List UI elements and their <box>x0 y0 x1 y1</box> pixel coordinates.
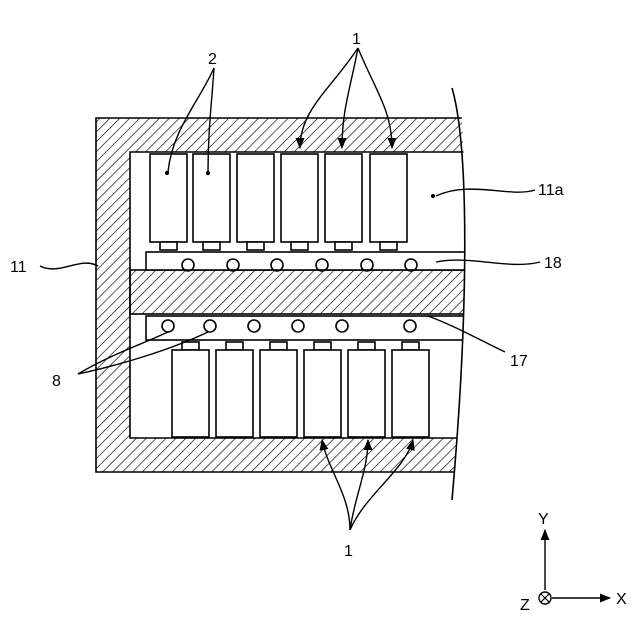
battery-cell <box>172 342 209 437</box>
lower-busbar <box>146 316 600 340</box>
label-busbar-top: 18 <box>544 255 562 272</box>
axis-label-y: Y <box>538 511 549 528</box>
label-case: 11 <box>10 259 27 276</box>
battery-cell <box>260 342 297 437</box>
axis-label-z: Z <box>520 597 530 614</box>
upper-battery-row <box>150 154 434 250</box>
battery-cell <box>348 342 385 437</box>
tab-dot <box>207 172 210 175</box>
center-partition <box>130 270 600 314</box>
tab-dot <box>166 172 169 175</box>
label-battery-top: 1 <box>352 31 361 48</box>
coordinate-axes: Y X Z <box>520 511 627 614</box>
space-dot <box>432 195 435 198</box>
label-tab: 2 <box>208 51 217 68</box>
upper-busbar <box>146 252 600 271</box>
battery-cell <box>392 342 429 437</box>
label-terminal: 8 <box>52 373 61 390</box>
battery-cell <box>237 154 274 250</box>
label-busbar-bottom: 17 <box>510 353 528 370</box>
battery-cell <box>370 154 407 250</box>
battery-cell <box>325 154 362 250</box>
axis-label-x: X <box>616 591 627 608</box>
label-battery-bottom: 1 <box>344 543 353 560</box>
battery-cell <box>193 154 230 250</box>
battery-cell <box>281 154 318 250</box>
lower-battery-row <box>172 342 429 437</box>
label-space: 11a <box>538 182 564 199</box>
z-axis-into-page-icon <box>539 592 551 604</box>
battery-cell <box>304 342 341 437</box>
battery-cell <box>216 342 253 437</box>
